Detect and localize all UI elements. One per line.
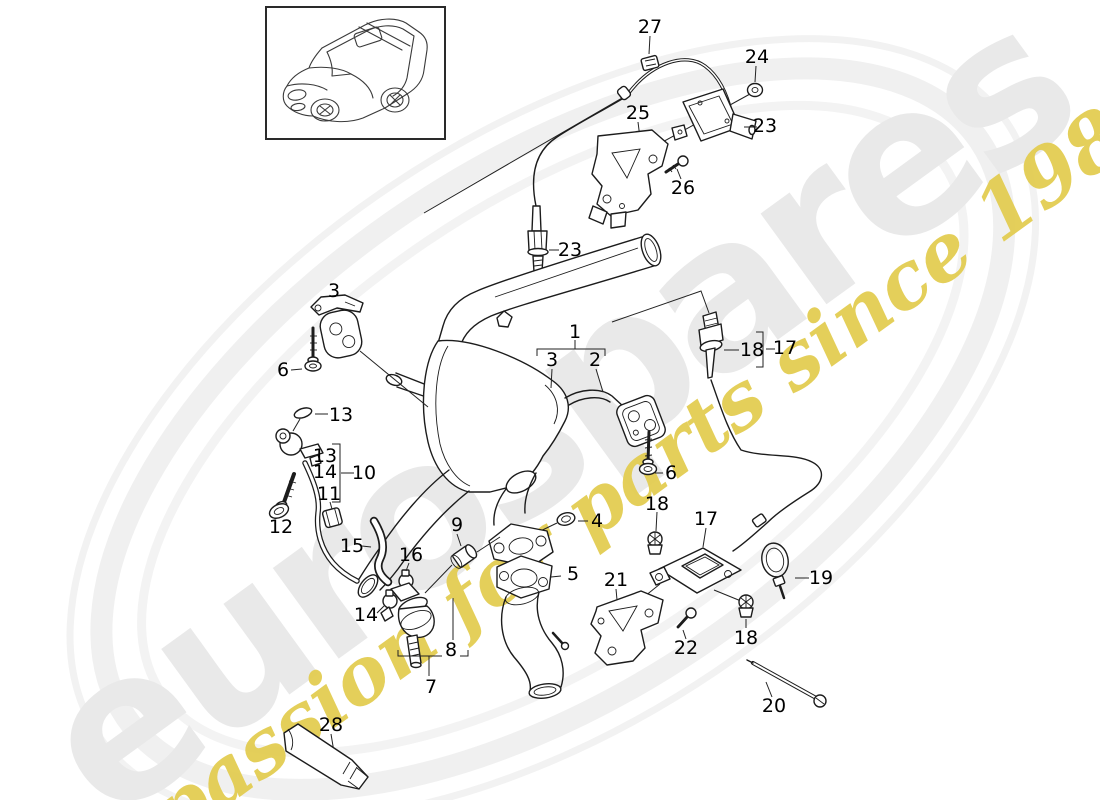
- screw-6-drawing: [640, 464, 657, 475]
- cable-tie-20-drawing: [747, 660, 826, 707]
- air-valve-7-drawing: [362, 521, 468, 676]
- control-module-23-drawing: [648, 66, 763, 150]
- vehicle-thumbnail: [265, 6, 446, 140]
- hanger-bracket-2-drawing: [565, 390, 668, 474]
- sealant-tube-28-drawing: [284, 724, 368, 789]
- screw-26-drawing: [678, 156, 688, 166]
- control-module-17-drawing: [591, 512, 809, 665]
- washer-24-drawing: [748, 84, 763, 97]
- spacer-9-drawing: [425, 534, 500, 593]
- flange-and-gasket-drawing: [489, 511, 588, 700]
- screw-22-drawing: [678, 616, 688, 627]
- gasket-5-drawing: [497, 556, 552, 598]
- clamp-11-drawing: [322, 507, 343, 528]
- hanger-bracket-3-drawing: [291, 295, 428, 407]
- harness-wire-drawing: [424, 36, 734, 213]
- nut-4-drawing: [556, 511, 576, 527]
- oxygen-sensor-23-drawing: [528, 99, 622, 295]
- clip-13-drawing: [293, 406, 313, 420]
- vehicle-outline-icon: [282, 18, 428, 123]
- vent-line-10-drawing: [267, 406, 357, 581]
- bracket-21-drawing: [591, 591, 663, 665]
- bracket-25-drawing: [589, 122, 688, 228]
- cable-tie-19-drawing: [759, 541, 792, 580]
- assembly-1-bracket: [537, 340, 605, 392]
- bolt-12-drawing: [283, 474, 294, 505]
- temp-sensor-17-drawing: [612, 291, 821, 551]
